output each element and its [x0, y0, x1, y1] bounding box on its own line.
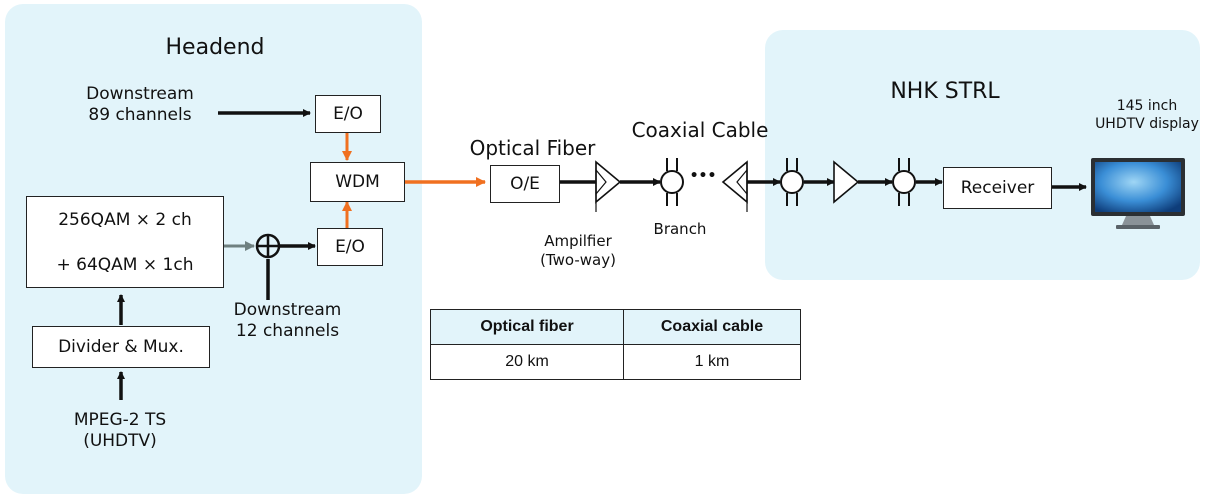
oe-converter: O/E [490, 165, 560, 203]
eo-converter-bottom: E/O [317, 228, 383, 266]
amplifier-symbol [833, 160, 860, 204]
nhk-strl-region [765, 30, 1200, 280]
uhdtv-display-icon [1091, 158, 1185, 229]
table-row: 20 km 1 km [430, 344, 801, 380]
branch-symbol-3 [892, 158, 916, 206]
table-header-coaxial: Coaxial cable [623, 309, 801, 345]
branch-symbol-2 [780, 158, 804, 206]
optical-fiber-label: Optical Fiber [469, 136, 596, 160]
ellipsis-dots: ••• [689, 168, 717, 184]
qam-line-2: + 64QAM × 1ch [56, 254, 194, 275]
table-header-optical: Optical fiber [430, 309, 624, 345]
distance-table: Optical fiber Coaxial cable 20 km 1 km [430, 309, 801, 380]
receiver-box: Receiver [943, 167, 1052, 209]
amplifier-label: Ampilfier(Two-way) [540, 232, 616, 269]
qam-box: 256QAM × 2 ch + 64QAM × 1ch [26, 196, 224, 288]
branch-label: Branch [653, 220, 707, 238]
coaxial-cable-label: Coaxial Cable [631, 118, 769, 142]
qam-line-1: 256QAM × 2 ch [58, 209, 192, 230]
branch-symbol-1 [660, 158, 684, 206]
table-header-row: Optical fiber Coaxial cable [430, 309, 801, 345]
table-cell-optical: 20 km [430, 344, 624, 380]
headend-title: Headend [165, 35, 265, 60]
mpeg-ts-label: MPEG-2 TS(UHDTV) [73, 410, 167, 452]
wdm-box: WDM [310, 162, 405, 202]
two-way-amplifier-symbol [595, 160, 622, 212]
two-way-amplifier-symbol-2 [721, 160, 748, 212]
table-cell-coaxial: 1 km [623, 344, 801, 380]
divider-mux-box: Divider & Mux. [32, 326, 210, 368]
eo-converter-top: E/O [315, 95, 381, 133]
combiner-symbol [255, 233, 281, 259]
nhk-strl-title: NHK STRL [890, 79, 1000, 104]
